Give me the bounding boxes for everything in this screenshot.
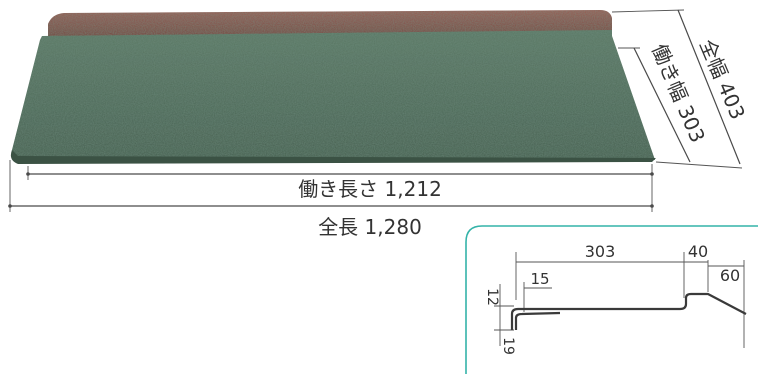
tile-top-lap-band <box>48 10 612 38</box>
tile-profile <box>510 292 747 330</box>
inset-frame <box>465 225 758 374</box>
tile-face <box>11 30 656 160</box>
working-length-label: 働き長さ 1,212 <box>298 177 442 201</box>
section-dim-15: 15 <box>530 270 549 288</box>
section-dim-303: 303 <box>585 242 616 261</box>
section-dim-12: 12 <box>484 288 500 306</box>
section-dim-60: 60 <box>720 266 740 285</box>
length-dimensions: 働き長さ 1,212 全長 1,280 <box>8 160 654 239</box>
full-length-label: 全長 1,280 <box>318 215 422 239</box>
section-detail-inset: 303 40 60 15 12 19 <box>465 225 758 374</box>
tile-illustration <box>10 10 657 164</box>
section-dim-19: 19 <box>500 337 516 355</box>
full-width-label: 全幅 403 <box>695 36 750 123</box>
tile-profile-underside <box>514 311 561 330</box>
section-dim-40: 40 <box>688 242 708 261</box>
tile-front-edge <box>10 150 657 164</box>
